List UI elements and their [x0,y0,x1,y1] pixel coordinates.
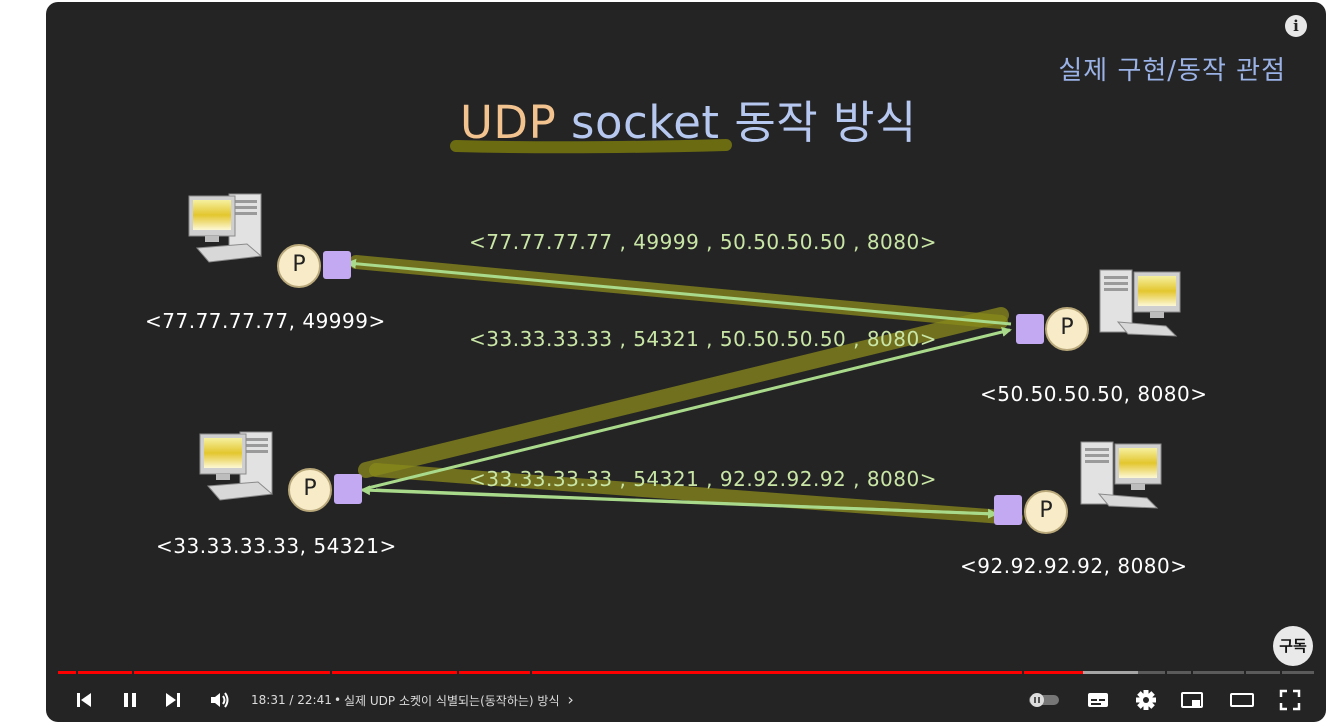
time-separator: • [334,693,342,707]
progress-buffered [1082,671,1139,674]
computer-icon-92 [1080,441,1162,509]
host-address-50: <50.50.50.50, 8080> [980,382,1208,406]
chapter-marker [457,671,459,674]
pause-icon [124,693,136,707]
settings-button[interactable] [1130,680,1162,720]
subtitles-icon [1088,693,1108,707]
subscribe-button[interactable]: 구독 [1273,626,1313,666]
chapter-marker [1022,671,1024,674]
packet-label-middle: <33.33.33.33 , 54321 , 50.50.50.50 , 808… [469,327,937,351]
title-underline [450,139,732,154]
computer-icon-77 [188,193,262,263]
host-address-33: <33.33.33.33, 54321> [156,534,397,558]
video-player[interactable]: i 실제 구현/동작 관점 UDP socket 동작 방식 [46,2,1326,722]
packet-label-top: <77.77.77.77 , 49999 , 50.50.50.50 , 808… [469,230,937,254]
process-label-77: P [292,252,306,277]
host-address-77: <77.77.77.77, 49999> [145,309,386,333]
miniplayer-icon [1181,692,1203,708]
theater-mode-button[interactable] [1226,680,1258,720]
chapter-marker [132,671,134,674]
arrow-to-50 [367,327,1012,490]
host-address-92: <92.92.92.92, 8080> [960,554,1188,578]
progress-played [58,671,1083,674]
progress-bar[interactable] [58,671,1314,674]
chapter-marker [530,671,532,674]
chapter-marker [1280,671,1282,674]
fullscreen-icon [1279,689,1301,711]
previous-button[interactable] [68,680,100,720]
packet-label-bottom: <33.33.33.33 , 54321 , 92.92.92.92 , 808… [469,467,937,491]
computer-icon-33 [199,431,273,501]
chapter-title-text: 실제 UDP 소켓이 식별되는(동작하는) 방식 [344,694,560,708]
volume-icon [211,692,229,708]
autoplay-toggle-icon [1029,693,1059,707]
chapter-marker [76,671,78,674]
process-label-92: P [1039,498,1053,523]
next-button[interactable] [157,680,189,720]
title-rest: 동작 방식 [734,96,917,149]
theater-mode-icon [1230,693,1254,707]
chevron-right-icon: › [567,690,574,709]
title-udp: UDP [460,96,557,149]
chapter-marker [1191,671,1193,674]
chapter-marker [1165,671,1167,674]
arrow-to-92 [375,488,998,519]
gear-icon [1136,690,1156,710]
fullscreen-button[interactable] [1274,680,1306,720]
chapter-marker [330,671,332,674]
process-label-50: P [1060,315,1074,340]
volume-button[interactable] [204,680,236,720]
corner-title: 실제 구현/동작 관점 [1058,56,1286,86]
skip-previous-icon [77,693,91,707]
control-bar: 18:31 / 22:41 • 실제 UDP 소켓이 식별되는(동작하는) 방식… [46,680,1326,720]
arrow-to-77 [346,258,1012,326]
chapter-marker [1244,671,1246,674]
diagram-svg [188,139,1181,534]
process-label-33: P [303,476,317,501]
info-icon[interactable]: i [1285,15,1307,37]
computer-icon-50 [1099,269,1181,337]
slide-title: UDP socket 동작 방식 [460,86,917,151]
time-display: 18:31 / 22:41 [251,693,332,707]
video-frame[interactable]: i 실제 구현/동작 관점 UDP socket 동작 방식 [46,2,1326,722]
chapter-title[interactable]: 실제 UDP 소켓이 식별되는(동작하는) 방식 › [344,680,574,720]
autoplay-toggle[interactable] [1026,680,1062,720]
skip-next-icon [166,693,180,707]
subtitles-button[interactable] [1082,680,1114,720]
pause-button[interactable] [114,680,146,720]
highlight-middle [358,307,1009,478]
miniplayer-button[interactable] [1176,680,1208,720]
